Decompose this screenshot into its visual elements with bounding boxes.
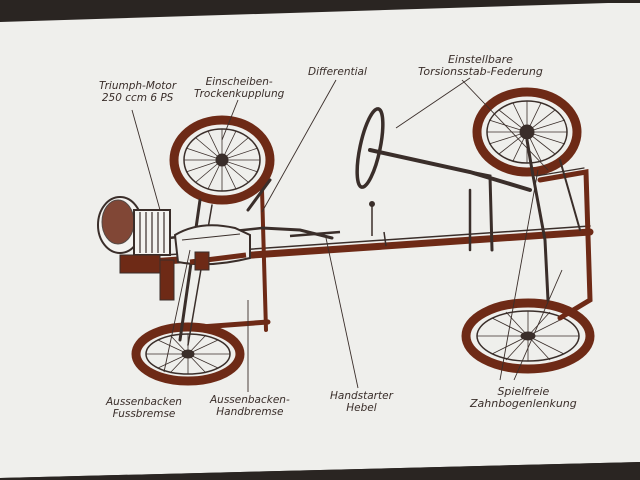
steering-column bbox=[355, 107, 532, 252]
differential-housing bbox=[159, 224, 251, 301]
label-steering: Spielfreie Zahnbogenlenkung bbox=[470, 385, 577, 410]
hand-starter-lever bbox=[289, 201, 387, 247]
front-right-wheel bbox=[472, 87, 582, 177]
engine bbox=[97, 196, 171, 274]
rear-right-wheel bbox=[461, 298, 595, 374]
front-left-wheel bbox=[169, 115, 275, 205]
label-differential: Differential bbox=[308, 66, 367, 78]
dark-border-top bbox=[0, 0, 640, 3]
dark-border-bottom bbox=[0, 462, 640, 480]
leader-lines bbox=[131, 77, 563, 392]
label-torsion: Einstellbare Torsionsstab-Federung bbox=[418, 53, 543, 78]
label-motor: Triumph-Motor 250 ccm 6 PS bbox=[99, 80, 177, 104]
label-handbrake: Aussenbacken- Handbremse bbox=[210, 394, 290, 418]
label-starter: Handstarter Hebel bbox=[330, 390, 393, 414]
label-clutch: Einscheiben- Trockenkupplung bbox=[194, 76, 285, 100]
rear-left-wheel bbox=[131, 322, 245, 386]
label-footbrake: Aussenbacken Fussbremse bbox=[106, 396, 182, 420]
